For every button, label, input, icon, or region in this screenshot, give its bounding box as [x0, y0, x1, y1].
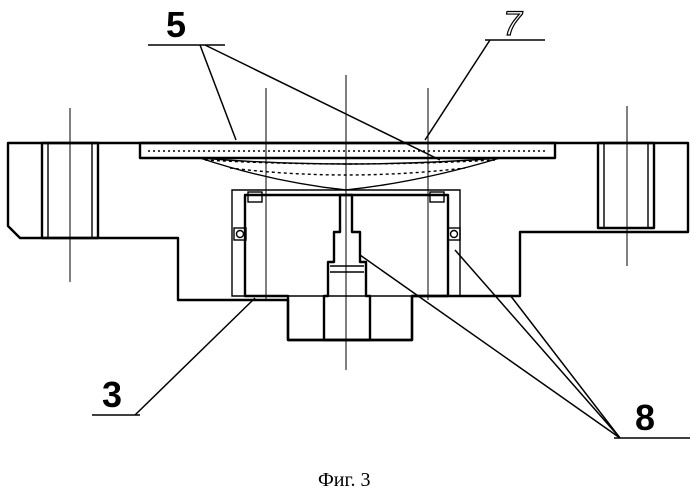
centerlines	[70, 75, 627, 370]
leader-lines	[92, 40, 690, 438]
callout-8: 8	[635, 397, 655, 438]
figure-caption: Фиг. 3	[318, 469, 370, 491]
right-mount-hole	[598, 143, 654, 228]
callout-7: 7	[503, 5, 523, 43]
callout-3: 3	[102, 374, 122, 415]
central-channel	[324, 195, 370, 340]
upper-plate	[140, 143, 555, 158]
seal-rings	[234, 192, 460, 240]
porous-element	[200, 158, 500, 190]
housing-body	[8, 143, 688, 340]
callout-5: 5	[166, 4, 186, 45]
